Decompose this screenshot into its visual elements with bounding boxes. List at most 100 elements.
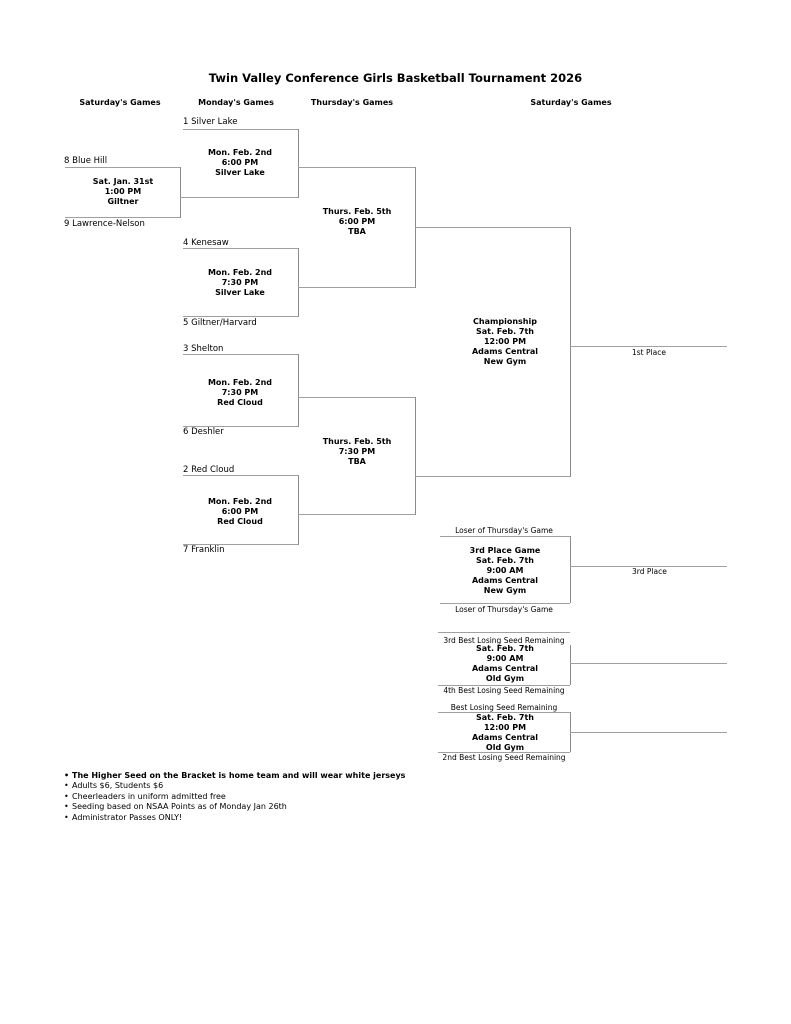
line-consolation1-right	[570, 645, 571, 685]
line-playin-bottom	[65, 217, 180, 218]
line-monday4-top	[183, 475, 298, 476]
monday3-date: Mon. Feb. 2nd	[207, 378, 273, 387]
consolation1-game-info: Sat. Feb. 7th 9:00 AM Adams Central Old …	[472, 644, 538, 684]
consolation2-game-info: Sat. Feb. 7th 12:00 PM Adams Central Old…	[472, 713, 538, 753]
monday1-time: 6:00 PM	[221, 158, 259, 167]
line-thursday2-right	[415, 397, 416, 515]
line-playin-right	[180, 167, 181, 218]
bullet-icon: •	[64, 771, 70, 780]
line-thirdplace-right	[570, 536, 571, 603]
monday2-game-info: Mon. Feb. 2nd 7:30 PM Silver Lake	[208, 268, 272, 298]
line-thirdplace-top	[440, 536, 570, 537]
playin-game-info: Sat. Jan. 31st 1:00 PM Giltner	[93, 177, 153, 207]
third-place-venue: Adams Central	[471, 576, 539, 585]
seed-shelton: 3 Shelton	[183, 344, 224, 354]
seed-silver-lake: 1 Silver Lake	[183, 117, 238, 127]
consolation2-bottom-participant: 2nd Best Losing Seed Remaining	[442, 753, 566, 762]
consolation1-bottom-participant: 4th Best Losing Seed Remaining	[443, 686, 565, 695]
monday3-game-info: Mon. Feb. 2nd 7:30 PM Red Cloud	[208, 378, 272, 408]
monday2-venue: Silver Lake	[215, 288, 265, 297]
line-monday1-top	[183, 129, 298, 130]
consolation2-gym: Old Gym	[485, 743, 525, 752]
line-consolation2-winner	[570, 732, 727, 733]
third-place-top-participant: Loser of Thursday's Game	[455, 526, 553, 535]
third-place-date: Sat. Feb. 7th	[475, 556, 534, 565]
seed-franklin: 7 Franklin	[183, 545, 225, 555]
line-championship-winner	[570, 346, 727, 347]
notes-list: •The Higher Seed on the Bracket is home …	[64, 771, 405, 823]
monday3-venue: Red Cloud	[217, 398, 263, 407]
championship-venue: Adams Central	[471, 347, 539, 356]
monday3-time: 7:30 PM	[221, 388, 259, 397]
monday4-time: 6:00 PM	[221, 507, 259, 516]
column-header-thursday: Thursday's Games	[310, 98, 394, 107]
third-place-gym: New Gym	[483, 586, 527, 595]
column-header-saturday-right: Saturday's Games	[530, 98, 612, 107]
note-text: Cheerleaders in uniform admitted free	[72, 791, 226, 801]
line-monday3-winner	[298, 397, 415, 398]
thursday1-venue: TBA	[348, 227, 366, 236]
seed-lawrence-nelson: 9 Lawrence-Nelson	[64, 219, 145, 229]
note-seeding: •Seeding based on NSAA Points as of Mond…	[64, 802, 405, 812]
line-monday4-right	[298, 475, 299, 545]
seed-kenesaw: 4 Kenesaw	[183, 238, 229, 248]
consolation1-date: Sat. Feb. 7th	[475, 644, 535, 653]
seed-blue-hill: 8 Blue Hill	[64, 156, 108, 166]
thursday1-date: Thurs. Feb. 5th	[322, 207, 392, 216]
thursday2-venue: TBA	[348, 457, 366, 466]
seed-red-cloud: 2 Red Cloud	[183, 465, 235, 475]
third-place-bottom-participant: Loser of Thursday's Game	[455, 605, 553, 614]
line-consolation1-top	[438, 632, 570, 633]
line-consolation1-bottom	[438, 685, 570, 686]
line-thirdplace-winner	[570, 566, 727, 567]
playin-venue: Giltner	[107, 197, 139, 206]
note-admission: •Adults $6, Students $6	[64, 781, 405, 791]
thursday2-game-info: Thurs. Feb. 5th 7:30 PM TBA	[323, 437, 392, 467]
page-title: Twin Valley Conference Girls Basketball …	[208, 71, 583, 85]
championship-time: 12:00 PM	[483, 337, 527, 346]
line-consolation2-bottom	[438, 752, 570, 753]
line-monday3-right	[298, 354, 299, 427]
playin-date: Sat. Jan. 31st	[92, 177, 154, 186]
thursday1-time: 6:00 PM	[338, 217, 376, 226]
monday1-date: Mon. Feb. 2nd	[207, 148, 273, 157]
bullet-icon: •	[64, 791, 69, 801]
line-thursday1-winner	[415, 227, 570, 228]
seed-deshler: 6 Deshler	[183, 427, 224, 437]
note-cheerleaders: •Cheerleaders in uniform admitted free	[64, 792, 405, 802]
column-header-monday: Monday's Games	[198, 98, 274, 107]
monday4-date: Mon. Feb. 2nd	[207, 497, 273, 506]
playin-time: 1:00 PM	[104, 187, 142, 196]
note-text: Administrator Passes ONLY!	[72, 812, 183, 822]
monday4-game-info: Mon. Feb. 2nd 6:00 PM Red Cloud	[208, 497, 272, 527]
line-consolation1-winner	[570, 663, 727, 664]
championship-date: Sat. Feb. 7th	[475, 327, 535, 336]
consolation1-top-participant: 3rd Best Losing Seed Remaining	[443, 636, 565, 645]
consolation2-date: Sat. Feb. 7th	[475, 713, 535, 722]
note-text: Seeding based on NSAA Points as of Monda…	[72, 802, 287, 812]
bullet-icon: •	[64, 802, 69, 812]
line-monday2-winner	[298, 287, 415, 288]
column-header-saturday-left: Saturday's Games	[79, 98, 161, 107]
line-monday1-right	[298, 129, 299, 198]
monday4-venue: Red Cloud	[217, 517, 263, 526]
line-monday2-top	[183, 248, 298, 249]
note-text: The Higher Seed on the Bracket is home t…	[72, 771, 406, 780]
note-passes: •Administrator Passes ONLY!	[64, 813, 405, 823]
thursday2-date: Thurs. Feb. 5th	[322, 437, 392, 446]
line-monday3-bottom	[183, 426, 298, 427]
consolation2-time: 12:00 PM	[483, 723, 527, 732]
third-place-time: 9:00 AM	[486, 566, 524, 575]
third-place-game-info: 3rd Place Game Sat. Feb. 7th 9:00 AM Ada…	[470, 546, 541, 596]
seed-giltner-harvard: 5 Giltner/Harvard	[183, 318, 257, 328]
thursday1-game-info: Thurs. Feb. 5th 6:00 PM TBA	[323, 207, 392, 237]
thursday2-time: 7:30 PM	[338, 447, 376, 456]
line-monday2-right	[298, 248, 299, 317]
championship-gym: New Gym	[483, 357, 527, 366]
line-monday4-winner	[298, 514, 415, 515]
monday1-game-info: Mon. Feb. 2nd 6:00 PM Silver Lake	[208, 148, 272, 178]
bullet-icon: •	[64, 781, 69, 791]
line-thursday2-winner	[415, 476, 570, 477]
monday1-venue: Silver Lake	[215, 168, 265, 177]
